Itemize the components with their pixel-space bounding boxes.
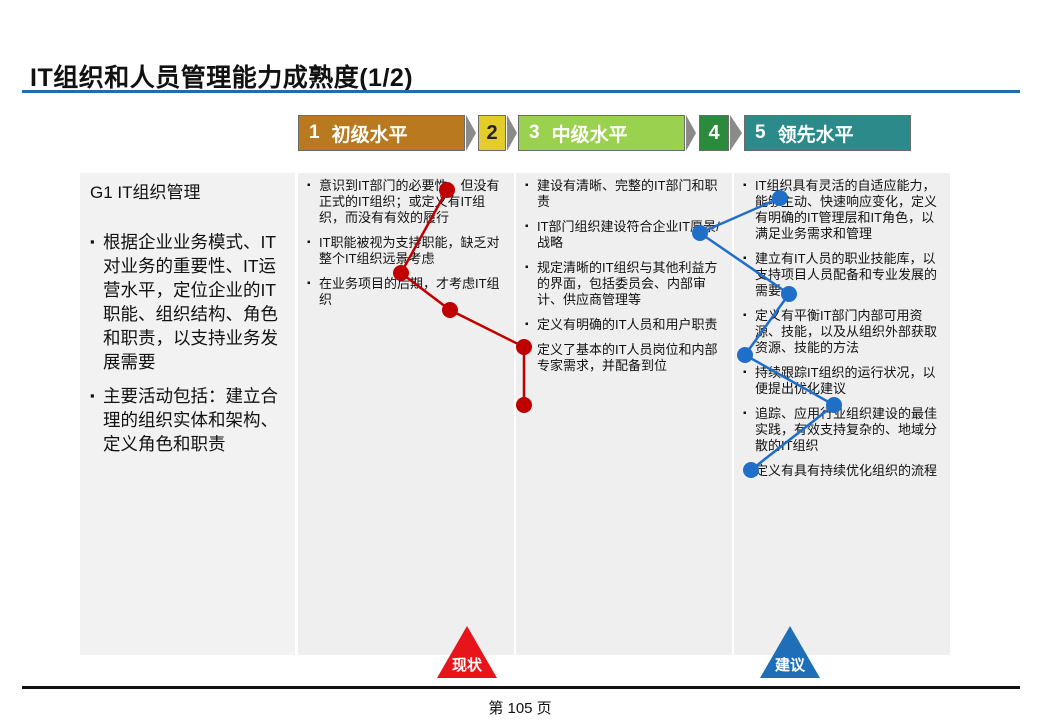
level-2-box: 2: [478, 115, 506, 151]
criteria-item: 定义有明确的IT人员和用户职责: [525, 317, 723, 333]
process-heading: G1 IT组织管理: [90, 183, 201, 202]
criteria-item: 规定清晰的IT组织与其他利益方的界面，包括委员会、内部审计、供应商管理等: [525, 260, 723, 308]
level-5-box: 5 领先水平: [744, 115, 911, 151]
current-state-point: [442, 302, 458, 318]
current-state-point: [439, 182, 455, 198]
chevron-arrow-icon: [730, 115, 742, 151]
level-3-number: 3: [529, 122, 540, 143]
criteria-item: IT部门组织建设符合企业IT愿景/战略: [525, 219, 723, 251]
suggested-state-marker-icon: [760, 626, 820, 678]
criteria-item: 定义了基本的IT人员岗位和内部专家需求，并配备到位: [525, 342, 723, 374]
footer-divider: [22, 686, 1020, 689]
current-state-point: [393, 265, 409, 281]
level-4-box: 4: [699, 115, 729, 151]
level-1-label: 初级水平: [331, 124, 408, 146]
level-1-box: 1 初级水平: [298, 115, 465, 151]
level-5-number: 5: [755, 122, 766, 143]
suggested-state-label: 建议: [774, 657, 805, 674]
level-3-box: 3 中级水平: [518, 115, 685, 151]
criteria-item: 定义有平衡IT部门内部可用资源、技能，以及从组织外部获取资源、技能的方法: [743, 308, 941, 356]
level-4-number: 4: [708, 121, 720, 144]
current-state-label: 现状: [451, 657, 482, 674]
criteria-item: 追踪、应用行业组织建设的最佳实践，有效支持复杂的、地域分散的IT组织: [743, 406, 941, 454]
process-description-list: 根据企业业务模式、IT对业务的重要性、IT运营水平，定位企业的IT职能、组织结构…: [90, 230, 290, 466]
chevron-arrow-icon: [507, 115, 517, 151]
criteria-item: 持续跟踪IT组织的运行状况，以便提出优化建议: [743, 365, 941, 397]
level-3-column: [516, 173, 732, 655]
criteria-item: 在业务项目的后期，才考虑IT组织: [307, 276, 505, 308]
page-number: 第 105 页: [488, 700, 552, 717]
current-state-point: [516, 339, 532, 355]
chevron-arrow-icon: [686, 115, 696, 151]
current-state-point: [516, 397, 532, 413]
criteria-item: 建设有清晰、完整的IT部门和职责: [525, 178, 723, 210]
suggested-state-point: [781, 286, 797, 302]
suggested-state-point: [772, 190, 788, 206]
level-3-label: 中级水平: [551, 124, 628, 146]
level-3-criteria-list: 建设有清晰、完整的IT部门和职责 IT部门组织建设符合企业IT愿景/战略 规定清…: [525, 178, 723, 383]
criteria-item: IT组织具有灵活的自适应能力，能够主动、快速响应变化，定义有明确的IT管理层和I…: [743, 178, 941, 242]
level-5-label: 领先水平: [777, 124, 854, 146]
suggested-state-point: [692, 225, 708, 241]
level-2-number: 2: [486, 121, 498, 144]
chevron-arrow-icon: [466, 115, 476, 151]
page-title: IT组织和人员管理能力成熟度(1/2): [30, 64, 414, 92]
suggested-state-point: [743, 462, 759, 478]
process-description-item: 主要活动包括：建立合理的组织实体和架构、定义角色和职责: [90, 384, 290, 456]
current-state-marker-icon: [437, 626, 497, 678]
current-state-path: [399, 189, 526, 405]
suggested-state-point: [826, 397, 842, 413]
suggested-state-line: [692, 190, 842, 478]
suggested-state-point: [737, 347, 753, 363]
current-state-line: [393, 182, 532, 413]
level-1-number: 1: [309, 122, 320, 143]
suggested-state-path: [697, 196, 837, 471]
level-5-criteria-list: IT组织具有灵活的自适应能力，能够主动、快速响应变化，定义有明确的IT管理层和I…: [743, 178, 941, 488]
criteria-item: 建立有IT人员的职业技能库，以支持项目人员配备和专业发展的需要: [743, 251, 941, 299]
title-divider: [22, 90, 1020, 93]
process-description-item: 根据企业业务模式、IT对业务的重要性、IT运营水平，定位企业的IT职能、组织结构…: [90, 230, 290, 374]
